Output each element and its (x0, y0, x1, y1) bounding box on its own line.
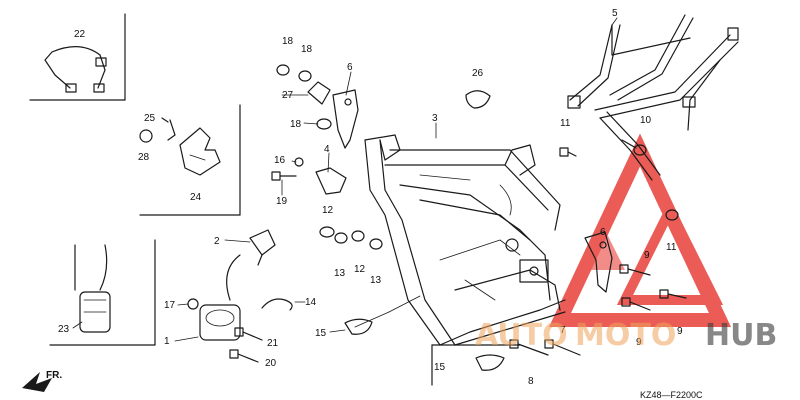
watermark-hub: HUB (705, 318, 777, 353)
front-arrow-icon (22, 372, 52, 392)
callout-15a: 15 (315, 328, 327, 339)
diagram-code: KZ48—F2200C (640, 390, 703, 400)
part-2-plug-cap (249, 229, 276, 266)
watermark-logo (548, 133, 732, 327)
part-22-cable (44, 46, 107, 93)
part-4-bracket (315, 167, 347, 195)
callout-8: 8 (528, 376, 534, 387)
callout-25: 25 (144, 113, 156, 124)
callout-17: 17 (164, 300, 176, 311)
part-14-clamp (261, 298, 293, 311)
callout-11a: 11 (560, 118, 571, 129)
callout-19: 19 (276, 196, 288, 207)
callout-12a: 12 (322, 205, 334, 216)
callout-11b: 11 (666, 242, 677, 253)
callout-13a: 13 (334, 268, 346, 279)
callout-26: 26 (472, 68, 484, 79)
callout-4: 4 (324, 144, 330, 155)
callout-3: 3 (432, 113, 438, 124)
section-dividers (29, 13, 521, 386)
callout-18a: 18 (282, 36, 294, 47)
callout-28: 28 (138, 152, 150, 163)
callout-9a: 9 (644, 250, 650, 261)
callout-7: 7 (560, 325, 566, 336)
part-3-main-frame (364, 134, 566, 346)
part-23-coil (74, 244, 111, 333)
bolts-20-21 (229, 327, 263, 363)
callout-9b: 9 (677, 326, 683, 337)
part-5-subframe (567, 14, 739, 181)
callout-13b: 13 (370, 275, 382, 286)
part-27-bracket (307, 81, 331, 105)
callout-16: 16 (274, 155, 286, 166)
callout-5: 5 (612, 8, 618, 19)
leader-lines (72, 17, 618, 342)
callout-1: 1 (164, 336, 170, 347)
callout-20: 20 (265, 358, 277, 369)
part-1-ignition-coil (187, 254, 241, 341)
bolts-7-8-9-10-11 (509, 139, 687, 356)
callout-23: 23 (58, 324, 70, 335)
callout-27: 27 (282, 90, 294, 101)
callout-12b: 12 (354, 264, 366, 275)
callout-2: 2 (214, 236, 220, 247)
watermark-moto: MOTO (575, 318, 676, 353)
part-12-13-nuts (319, 226, 383, 250)
callout-24: 24 (190, 192, 202, 203)
part-15-clamps (344, 318, 505, 371)
part-24-bracket (139, 117, 221, 176)
callout-18c: 18 (290, 119, 302, 130)
callout-21: 21 (267, 338, 279, 349)
part-26-clamp (465, 90, 491, 109)
callout-15b: 15 (434, 362, 446, 373)
callout-6b: 6 (600, 227, 606, 238)
part-6-plate (332, 89, 613, 293)
callout-18b: 18 (301, 44, 313, 55)
watermark-text: AUTO MOTO HUB (475, 318, 777, 353)
callout-14: 14 (305, 297, 317, 308)
direction-label: FR. (46, 370, 62, 381)
watermark-auto: AUTO (475, 318, 568, 353)
callout-9c: 9 (636, 337, 642, 348)
callout-22: 22 (74, 29, 86, 40)
callout-6a: 6 (347, 62, 353, 73)
callout-10: 10 (640, 115, 652, 126)
callout-labels: 1 2 3 4 5 6 6 7 8 9 9 9 10 11 11 12 12 1… (58, 8, 683, 387)
